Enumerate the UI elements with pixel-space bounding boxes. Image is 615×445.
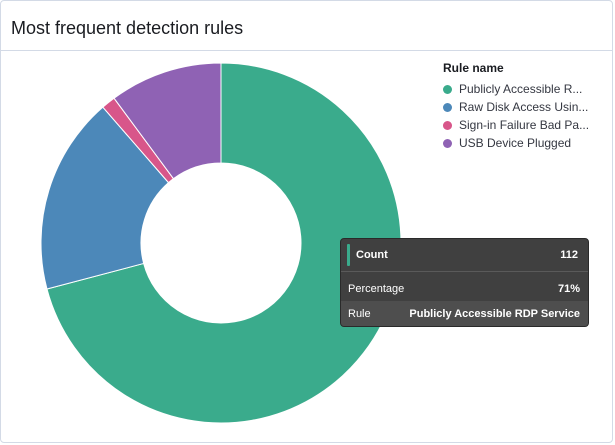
tooltip-color-swatch <box>347 244 350 266</box>
panel-title: Most frequent detection rules <box>11 18 244 38</box>
tooltip-count-label: Count <box>356 249 388 261</box>
tooltip-rule-value: Publicly Accessible RDP Service <box>409 307 580 320</box>
legend: Rule name Publicly Accessible R... Raw D… <box>443 61 613 152</box>
legend-item-raw-disk-access[interactable]: Raw Disk Access Usin... <box>443 98 613 116</box>
legend-label: USB Device Plugged <box>459 136 572 150</box>
tooltip-rule-row: Rule Publicly Accessible RDP Service <box>341 301 588 326</box>
legend-title: Rule name <box>443 61 504 75</box>
legend-dot-icon <box>443 84 452 94</box>
donut-slice-usb-device[interactable] <box>113 62 222 180</box>
legend-item-publicly-accessible[interactable]: Publicly Accessible R... <box>443 80 613 98</box>
legend-label: Raw Disk Access Usin... <box>459 100 589 114</box>
legend-dot-icon <box>443 138 452 148</box>
tooltip-percentage-label: Percentage <box>348 282 405 295</box>
tooltip-percentage-value: 71% <box>557 282 580 295</box>
donut-slice-publicly-accessible[interactable] <box>46 62 402 424</box>
legend-label: Sign-in Failure Bad Pa... <box>459 118 590 132</box>
legend-item-usb-device[interactable]: USB Device Plugged <box>443 134 613 152</box>
legend-label: Publicly Accessible R... <box>459 82 583 96</box>
donut-chart[interactable] <box>1 51 431 444</box>
legend-item-sign-in-failure[interactable]: Sign-in Failure Bad Pa... <box>443 116 613 134</box>
donut-slice-raw-disk-access[interactable] <box>40 106 170 290</box>
panel-header: Most frequent detection rules <box>1 1 612 51</box>
tooltip-count-value: 112 <box>560 249 578 261</box>
tooltip-rule-label: Rule <box>348 307 371 320</box>
tooltip-header: Count 112 <box>341 239 588 272</box>
chart-tooltip: Count 112 Percentage 71% Rule Publicly A… <box>340 238 589 327</box>
tooltip-percentage-row: Percentage 71% <box>341 276 588 301</box>
legend-dot-icon <box>443 120 452 130</box>
legend-dot-icon <box>443 102 452 112</box>
